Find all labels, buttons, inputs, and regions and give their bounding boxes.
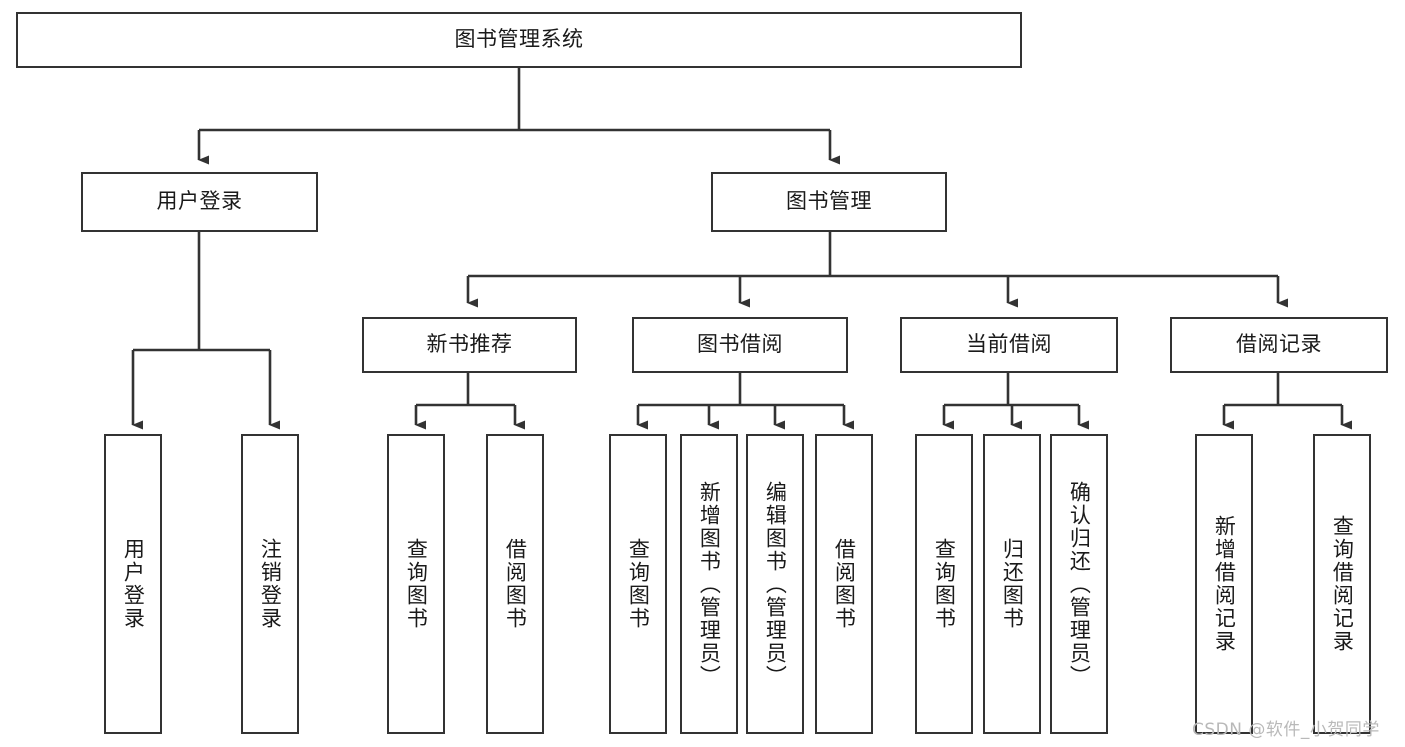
node-user-login[interactable]: 用户登录 [81,172,318,232]
node-new-book-recommend[interactable]: 新书推荐 [362,317,577,373]
leaf-borrow-book-1[interactable]: 借阅图书 [486,434,544,734]
leaf-return-book-label: 归还图书 [1000,538,1025,630]
leaf-user-login-label: 用户登录 [121,538,146,630]
node-book-manage-label: 图书管理 [786,189,872,214]
leaf-query-book-3-label: 查询图书 [932,538,957,630]
leaf-query-borrow-record-label: 查询借阅记录 [1330,515,1355,653]
leaf-return-book[interactable]: 归还图书 [983,434,1041,734]
leaf-borrow-book-1-label: 借阅图书 [503,538,528,630]
node-borrow-record[interactable]: 借阅记录 [1170,317,1388,373]
leaf-query-book-2-label: 查询图书 [626,538,651,630]
node-user-login-label: 用户登录 [156,189,243,214]
leaf-query-borrow-record[interactable]: 查询借阅记录 [1313,434,1371,734]
leaf-logout-label: 注销登录 [258,538,283,630]
leaf-add-book-admin[interactable]: 新增图书（管理员） [680,434,738,734]
leaf-borrow-book-2-label: 借阅图书 [832,538,857,630]
leaf-add-borrow-record[interactable]: 新增借阅记录 [1195,434,1253,734]
leaf-query-book-2[interactable]: 查询图书 [609,434,667,734]
leaf-query-book-1-label: 查询图书 [404,538,429,630]
node-root[interactable]: 图书管理系统 [16,12,1022,68]
leaf-user-login[interactable]: 用户登录 [104,434,162,734]
node-new-book-recommend-label: 新书推荐 [426,332,513,357]
leaf-edit-book-admin[interactable]: 编辑图书（管理员） [746,434,804,734]
leaf-edit-book-admin-label: 编辑图书（管理员） [763,480,788,688]
node-current-borrow[interactable]: 当前借阅 [900,317,1118,373]
node-current-borrow-label: 当前借阅 [966,332,1052,357]
node-borrow-record-label: 借阅记录 [1236,332,1322,357]
leaf-query-book-3[interactable]: 查询图书 [915,434,973,734]
leaf-add-book-admin-label: 新增图书（管理员） [697,480,722,688]
node-book-borrow-label: 图书借阅 [697,332,783,357]
node-root-label: 图书管理系统 [454,27,584,52]
node-book-manage[interactable]: 图书管理 [711,172,947,232]
node-book-borrow[interactable]: 图书借阅 [632,317,848,373]
leaf-logout[interactable]: 注销登录 [241,434,299,734]
leaf-confirm-return-admin-label: 确认归还（管理员） [1067,480,1092,688]
leaf-query-book-1[interactable]: 查询图书 [387,434,445,734]
leaf-confirm-return-admin[interactable]: 确认归还（管理员） [1050,434,1108,734]
leaf-borrow-book-2[interactable]: 借阅图书 [815,434,873,734]
leaf-add-borrow-record-label: 新增借阅记录 [1212,515,1237,653]
